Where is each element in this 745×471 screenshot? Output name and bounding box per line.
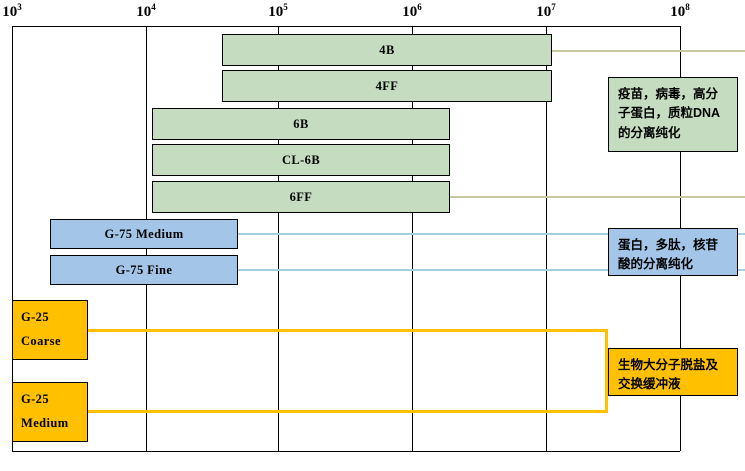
bar-label: 6FF [289,189,313,204]
bar-g25-coarse[interactable]: G-25 Coarse [12,300,88,360]
bar-label: G-75 Fine [115,262,173,277]
connector-yellow-bottom [88,410,608,413]
connector-yellow-vertical [605,329,608,412]
connector-yellow-top [88,329,608,332]
tick-base: 10 [2,4,18,20]
bar-label: G-75 Medium [104,226,184,241]
bar-label: CL-6B [281,152,321,167]
bar-g75-fine[interactable]: G-75 Fine [50,255,238,285]
bar-4b[interactable]: 4B [222,34,552,66]
bar-label: 4B [379,42,395,57]
callout-green-applications: 疫苗，病毒，高分子蛋白，质粒DNA的分离纯化 [608,77,738,152]
tick-base: 10 [136,4,152,20]
tick-base: 10 [402,4,418,20]
x-axis-line [12,26,680,27]
connector-green-bottom [450,196,745,198]
bar-label: 6B [293,116,309,131]
tick-base: 10 [268,4,284,20]
bar-cl-6b[interactable]: CL-6B [152,144,450,176]
bar-label-line2: Medium [21,416,69,430]
tick-base: 10 [670,4,686,20]
axis-tick-label-1e5: 105 [268,2,288,21]
bar-g25-medium[interactable]: G-25 Medium [12,382,88,442]
axis-tick-label-1e6: 106 [402,2,422,21]
callout-yellow-applications: 生物大分子脱盐及交换缓冲液 [608,348,738,396]
plot-bottom-border [12,451,680,452]
tick-exponent: 3 [17,2,22,12]
axis-tick-label-1e7: 107 [536,2,556,21]
tick-exponent: 6 [417,2,422,12]
connector-blue-top [238,233,745,235]
tick-exponent: 7 [551,2,556,12]
connector-green-top [552,50,745,52]
bar-label-line2: Coarse [21,334,61,348]
axis-tick-label-1e8: 108 [670,2,690,21]
bar-g75-medium[interactable]: G-75 Medium [50,219,238,249]
bar-label-line1: G-25 [21,310,49,325]
tick-base: 10 [536,4,552,20]
axis-tick-label-1e4: 104 [136,2,156,21]
gridline-1e3 [12,26,13,451]
gridline-1e7 [546,26,547,451]
bar-6b[interactable]: 6B [152,108,450,140]
tick-exponent: 4 [151,2,156,12]
callout-blue-applications: 蛋白，多肽，核苷酸的分离纯化 [608,228,738,276]
bar-label: 4FF [375,78,399,93]
tick-exponent: 5 [283,2,288,12]
bar-6ff[interactable]: 6FF [152,181,450,213]
tick-exponent: 8 [685,2,690,12]
gridline-1e5 [278,26,279,451]
axis-tick-label-1e3: 103 [2,2,22,21]
connector-blue-bottom [238,269,745,271]
gridline-1e6 [412,26,413,451]
bar-4ff[interactable]: 4FF [222,70,552,102]
bar-label-line1: G-25 [21,392,49,407]
